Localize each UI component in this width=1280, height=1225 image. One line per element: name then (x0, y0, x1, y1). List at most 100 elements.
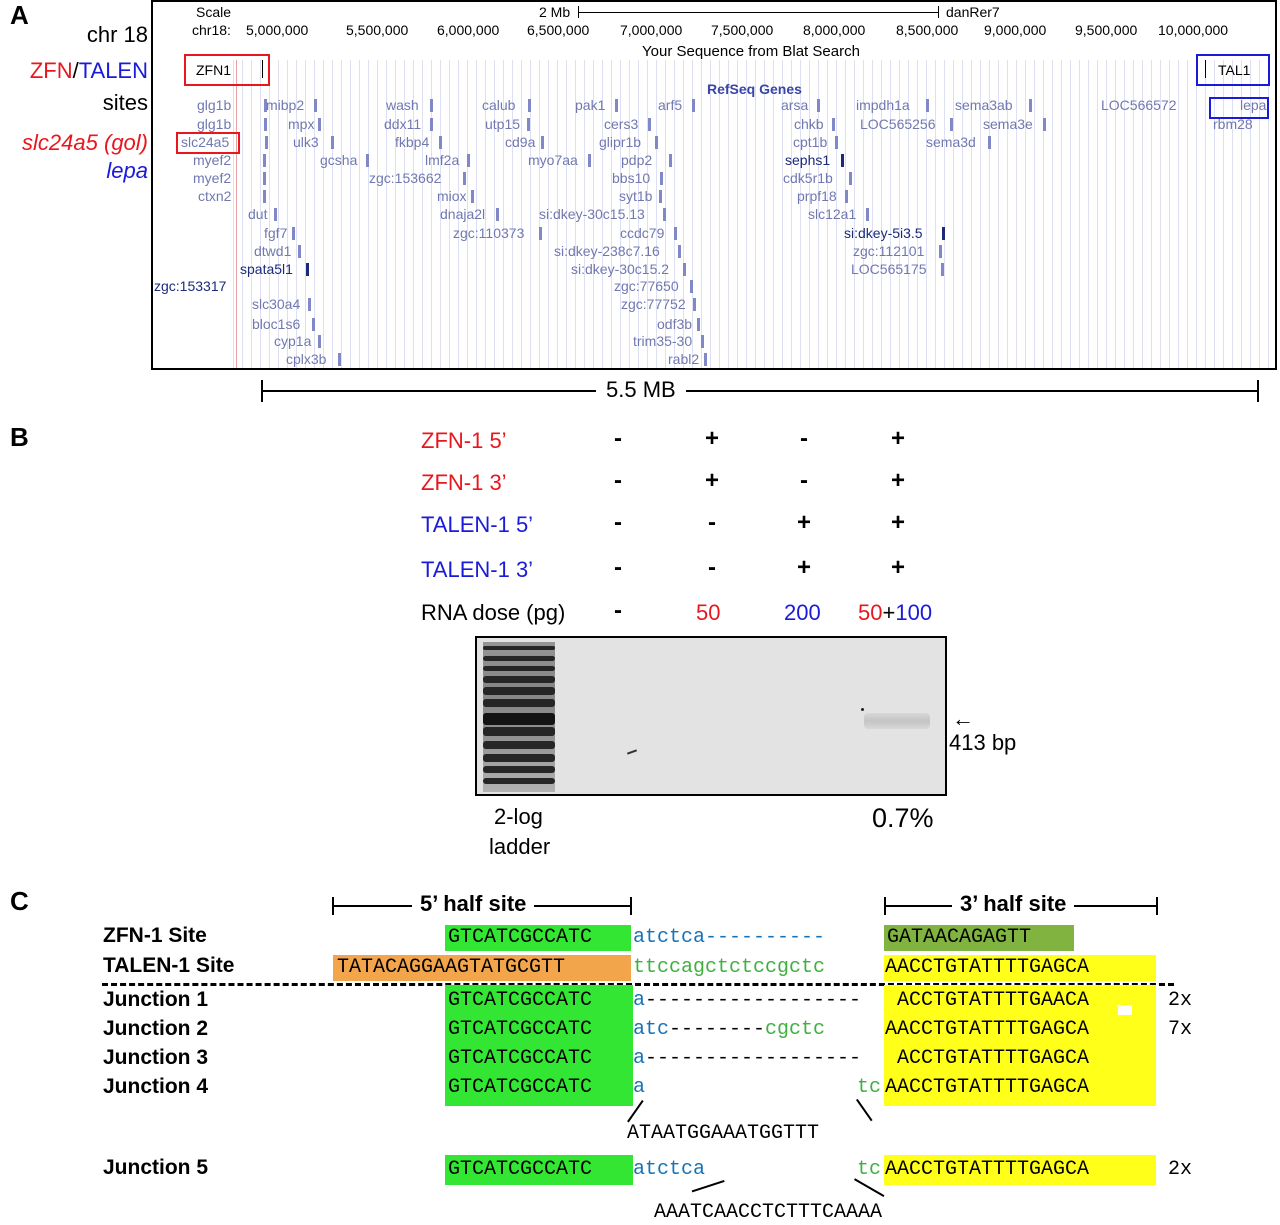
gene-model-bar (674, 227, 677, 240)
gene-label: arsa (781, 97, 809, 113)
talen-word: TALEN (78, 58, 148, 83)
treatment-row-label: TALEN-1 5’ (421, 512, 534, 537)
gene-model-bar (366, 154, 369, 167)
j5-right: AACCTGTATTTTGAGCA (884, 1155, 1156, 1185)
junction-3prime-block (884, 985, 1156, 1106)
gene-model-bar (1029, 99, 1032, 112)
gene-model-bar (463, 172, 466, 185)
gene-label: lmf2a (425, 152, 460, 168)
gene-label: cdk5r1b (783, 170, 833, 186)
treatment-symbol: - (800, 467, 808, 494)
treatment-symbol: + (890, 425, 905, 452)
treatment-symbol: + (890, 554, 905, 581)
gene-label: si:dkey-238c7.16 (554, 243, 660, 259)
talen-site-label: TALEN-1 Site (103, 954, 235, 977)
gene-label: gcsha (320, 152, 358, 168)
treatment-symbol: + (890, 509, 905, 536)
gene-model-bar (988, 136, 991, 149)
lepa-highlight-box (1209, 97, 1269, 119)
gene-label: mibp2 (266, 97, 305, 113)
gene-label: cpt1b (793, 134, 828, 150)
gene-model-bar (939, 245, 942, 258)
ladder-band (483, 766, 555, 773)
axis-tick-label: 8,500,000 (896, 22, 959, 38)
axis-tick-label: 7,000,000 (620, 22, 683, 38)
gene-label: zgc:110373 (453, 225, 525, 241)
j5-left: GTCATCGCCATC (445, 1155, 633, 1185)
gene-label: LOC565175 (851, 261, 927, 277)
j5-insert-line-l (691, 1180, 725, 1193)
gene-label: rbm28 (1213, 116, 1253, 132)
gene-label: mpx (288, 116, 315, 132)
gene-label: fkbp4 (395, 134, 430, 150)
gene-model-bar (312, 318, 315, 331)
ladder-band (483, 754, 555, 762)
gene-model-bar (264, 99, 267, 112)
gene-model-bar (318, 335, 321, 348)
j1-spacer: a------------------ (633, 989, 862, 1012)
gene-label: fgf7 (264, 225, 288, 241)
mismatch-gap (1118, 1005, 1132, 1015)
gene-label: slc24a5 (181, 134, 230, 150)
j4-right: AACCTGTATTTTGAGCA (885, 1076, 1090, 1099)
span-tick-right (1257, 380, 1259, 402)
gene-label: ddx11 (384, 116, 422, 132)
treatment-symbol: - (800, 425, 808, 452)
gene-model-bar (693, 298, 696, 311)
gene-label: zgc:77650 (614, 278, 679, 294)
mutation-frequency: 0.7% (872, 803, 934, 833)
gene-label: lepa (1240, 97, 1267, 113)
gene-model-bar (430, 118, 433, 131)
chrom-label: chr18: (192, 22, 231, 38)
gene-label: ccdc79 (620, 225, 665, 241)
j4-b: tc (857, 1076, 882, 1099)
span-tick-left (261, 380, 263, 402)
zfn-site-label: ZFN-1 Site (103, 924, 207, 947)
j4-insert-line-r (856, 1098, 873, 1122)
scale-bar (578, 12, 938, 13)
gene-label: glipr1b (599, 134, 642, 150)
gene-model-bar (528, 99, 531, 112)
gene-label: cplx3b (286, 351, 327, 367)
gene-model-bar (648, 118, 651, 131)
half3-tick-r (1156, 897, 1158, 915)
refseq-track-title: RefSeq Genes (707, 81, 802, 97)
gene-label: bloc1s6 (252, 316, 301, 332)
treatment-symbol: + (796, 554, 811, 581)
zfn-left-half: GTCATCGCCATC (445, 925, 631, 951)
junction-4-label: Junction 4 (103, 1075, 209, 1098)
gene-model-bar (942, 227, 945, 240)
scale-bar-tick-left (578, 6, 579, 18)
gene-model-bar (817, 99, 820, 112)
genome-browser (151, 0, 1277, 370)
treatment-row-label: ZFN-1 3’ (421, 470, 507, 495)
gene-model-bar (669, 154, 672, 167)
axis-tick-label: 8,000,000 (803, 22, 866, 38)
gene-model-bar (338, 353, 341, 366)
gene-model-bar (264, 118, 267, 131)
axis-tick-label: 9,000,000 (984, 22, 1047, 38)
band-size-label: 413 bp (949, 730, 1017, 755)
gene-label: si:dkey-5i3.5 (844, 225, 923, 241)
gene-model-bar (697, 318, 700, 331)
ladder-band (483, 778, 555, 784)
dose-lane2: 50 (696, 600, 721, 625)
chr-label: chr 18 (86, 22, 148, 47)
j5-count: 2x (1168, 1158, 1193, 1181)
half5-tick-r (630, 897, 632, 915)
band-arrow: ← (952, 706, 974, 731)
gene-label: sema3d (926, 134, 976, 150)
zfn-site-box (184, 54, 270, 86)
gene-label: zgc:153662 (369, 170, 442, 186)
axis-tick-label: 7,500,000 (711, 22, 774, 38)
j4-a: a (633, 1076, 646, 1099)
gene-label: odf3b (657, 316, 693, 332)
gene-model-bar (539, 227, 542, 240)
nuclease-sites-label: ZFN/TALEN (30, 58, 148, 84)
talen-site-box (1196, 54, 1270, 86)
gene-label: pdp2 (621, 152, 653, 168)
gene-label: chkb (794, 116, 824, 132)
gene-model-bar (263, 172, 266, 185)
gene-label: slc12a1 (808, 206, 857, 222)
